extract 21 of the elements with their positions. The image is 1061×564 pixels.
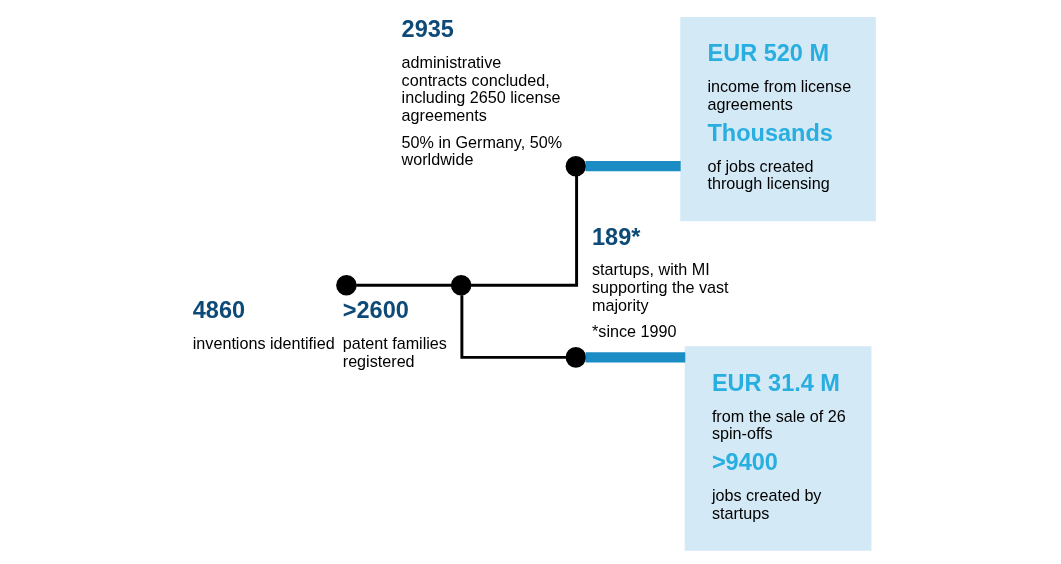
connector bbox=[585, 161, 681, 172]
node-label: >2600 bbox=[342, 297, 409, 324]
connector bbox=[459, 295, 566, 359]
connector bbox=[585, 352, 685, 363]
node-label: inventions identified bbox=[192, 333, 335, 352]
node-box: EUR 520 M income from license agreements Thousands of jobs created through licensing bbox=[679, 16, 876, 222]
node-label: 50% in Germany, 50% worldwide bbox=[401, 132, 562, 169]
node-label: 2935 bbox=[401, 16, 454, 43]
connector bbox=[355, 283, 451, 287]
connector bbox=[470, 175, 578, 287]
node-circle bbox=[450, 275, 471, 296]
node-label: 189* bbox=[591, 223, 640, 250]
node-label: 4860 bbox=[192, 297, 245, 324]
node-circle bbox=[565, 155, 586, 177]
node-label: patent families registered bbox=[342, 333, 447, 370]
node-circle bbox=[565, 347, 586, 368]
node-circle bbox=[335, 275, 357, 296]
node-box: EUR 31.4 M from the sale of 26 spin-offs >9400 jobs created by startups bbox=[684, 346, 871, 551]
node-label: startups, with MI supporting the vast majority bbox=[591, 260, 729, 314]
node-label: *since 1990 bbox=[591, 322, 676, 341]
node-label: administrative contracts concluded, including 2650 license agreements bbox=[401, 53, 561, 125]
